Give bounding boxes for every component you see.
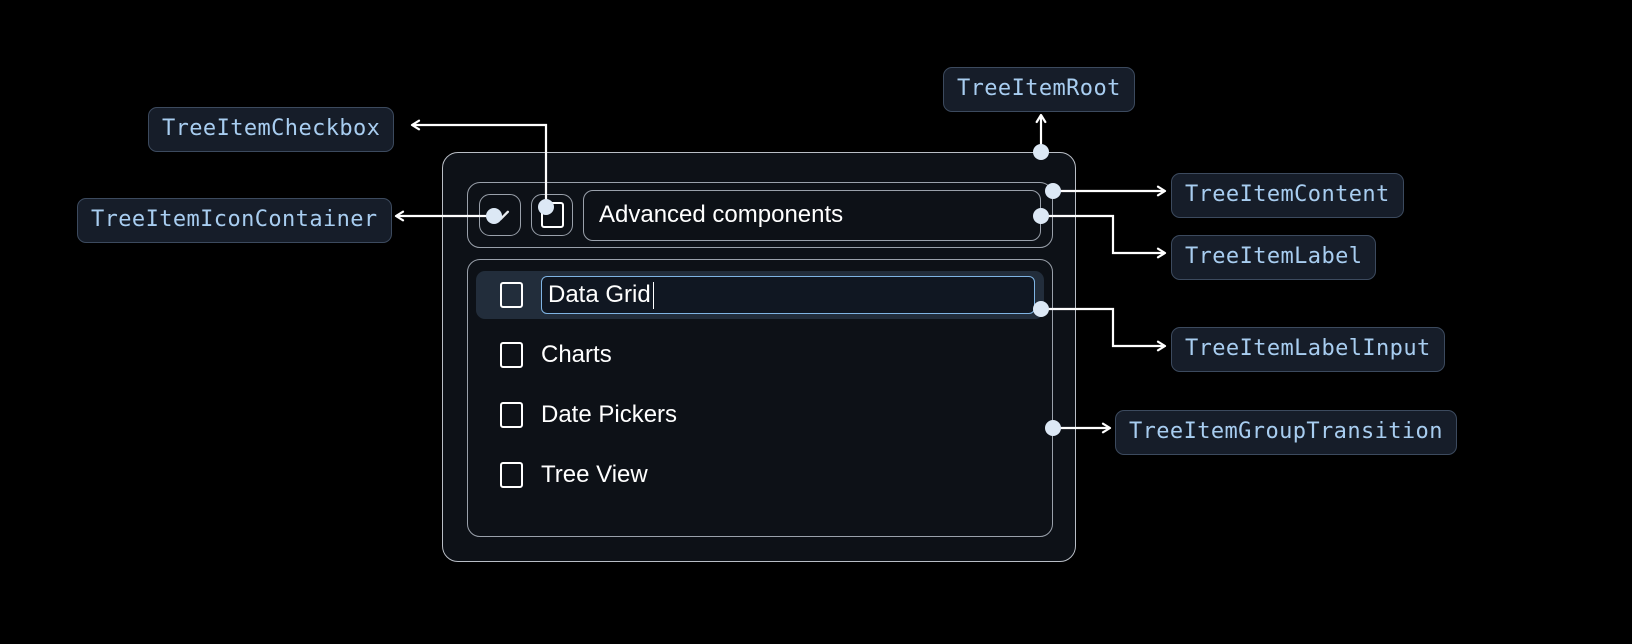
tree-item-icon-container[interactable] [479, 194, 521, 236]
callout-tree-item-checkbox: TreeItemCheckbox [148, 107, 395, 152]
checkbox-unchecked-icon[interactable] [500, 402, 523, 428]
tree-item-label: Advanced components [583, 189, 1041, 241]
callout-tree-item-root: TreeItemRoot [943, 67, 1135, 112]
checkbox-unchecked-icon[interactable] [500, 462, 523, 488]
tree-item-child-tree-view[interactable]: Tree View [476, 451, 1044, 499]
tree-item-group-transition: Data Grid Charts Date Pickers Tree View [467, 259, 1053, 537]
callout-tree-item-label-input: TreeItemLabelInput [1171, 327, 1445, 372]
tree-item-label-input[interactable]: Data Grid [541, 276, 1035, 314]
tree-item-child-data-grid[interactable]: Data Grid [476, 271, 1044, 319]
callout-tree-item-content: TreeItemContent [1171, 173, 1404, 218]
tree-item-label: Tree View [541, 461, 648, 488]
tree-item-checkbox[interactable] [531, 194, 573, 236]
tree-item-label: Charts [541, 341, 612, 368]
tree-item-child-charts[interactable]: Charts [476, 331, 1044, 379]
chevron-down-icon [491, 210, 509, 220]
checkbox-unchecked-icon[interactable] [500, 282, 523, 308]
callout-tree-item-label: TreeItemLabel [1171, 235, 1377, 280]
callout-tree-item-icon-container: TreeItemIconContainer [77, 198, 392, 243]
tree-item-child-date-pickers[interactable]: Date Pickers [476, 391, 1044, 439]
checkbox-unchecked-icon [540, 202, 564, 228]
tree-item-content[interactable]: Advanced components [467, 182, 1053, 248]
checkbox-unchecked-icon[interactable] [500, 342, 523, 368]
tree-item-root[interactable]: Advanced components Data Grid Charts Dat… [442, 152, 1076, 562]
text-caret [652, 281, 655, 309]
tree-item-label: Date Pickers [541, 401, 678, 428]
callout-tree-item-group-transition: TreeItemGroupTransition [1115, 410, 1457, 455]
